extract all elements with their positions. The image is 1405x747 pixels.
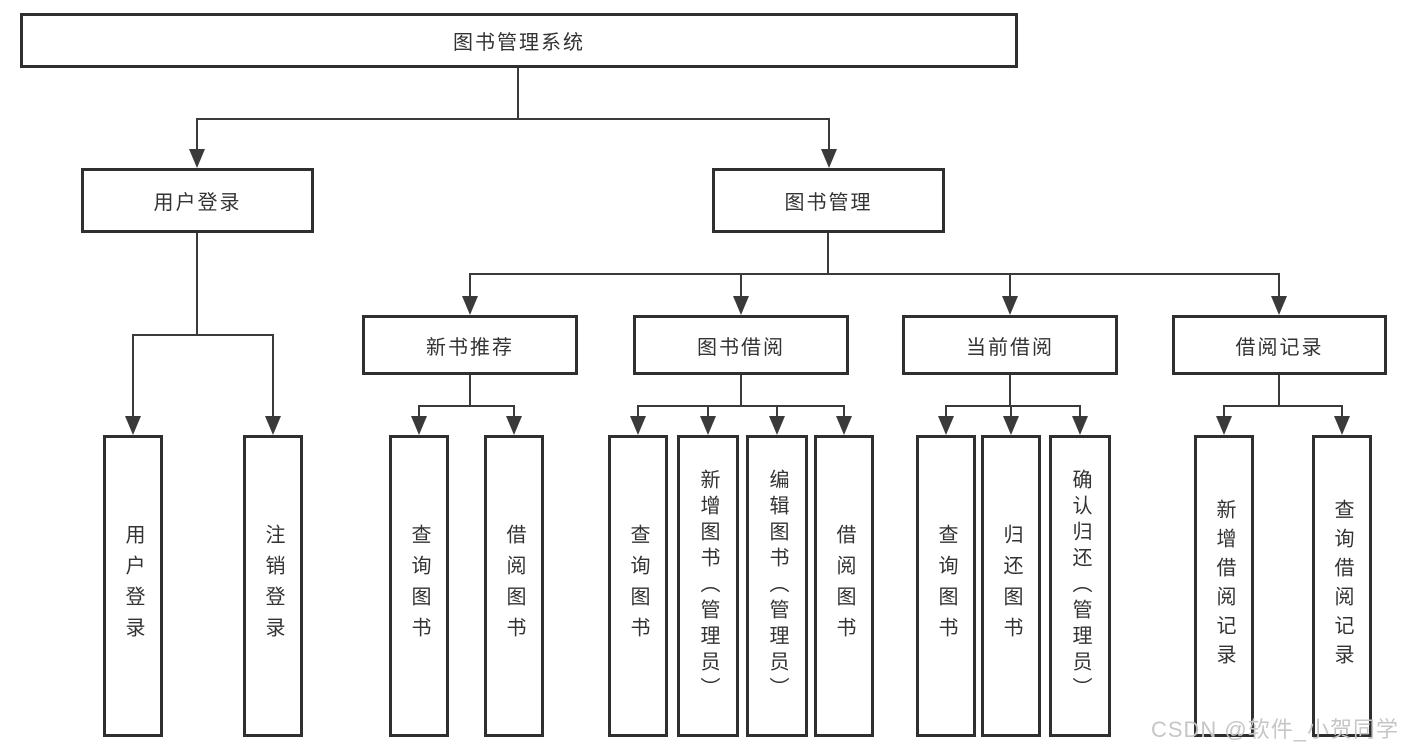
leaf-borrow-books-recommend: 借阅图书	[484, 435, 544, 737]
node-book-borrowing: 图书借阅	[633, 315, 849, 375]
leaf-borrow-books-recommend-label: 借阅图书	[503, 524, 525, 648]
arrow-head	[821, 149, 837, 168]
leaf-query-books-current: 查询图书	[916, 435, 976, 737]
leaf-borrow-books: 借阅图书	[814, 435, 874, 737]
connector-line	[1223, 405, 1225, 418]
connector-line	[1010, 405, 1012, 418]
connector-line	[1009, 273, 1011, 299]
node-user-login: 用户登录	[81, 168, 314, 233]
arrow-head	[1216, 416, 1232, 435]
arrow-head	[265, 416, 281, 435]
connector-line	[1079, 405, 1081, 418]
leaf-edit-books-admin: 编辑图书（管理员）	[746, 435, 808, 737]
leaf-user-login: 用户登录	[103, 435, 163, 737]
connector-line	[418, 405, 420, 418]
node-library-system: 图书管理系统	[20, 13, 1018, 68]
arrow-head	[125, 416, 141, 435]
connector-line	[196, 233, 198, 336]
connector-line	[1009, 375, 1011, 407]
connector-line	[1278, 273, 1280, 299]
leaf-query-books-borrow-label: 查询图书	[627, 524, 649, 648]
connector-line	[740, 273, 742, 299]
arrow-head	[938, 416, 954, 435]
connector-line	[945, 405, 1081, 407]
connector-line	[637, 405, 639, 418]
leaf-confirm-return-admin: 确认归还（管理员）	[1049, 435, 1111, 737]
connector-line	[517, 68, 519, 120]
leaf-query-books-recommend: 查询图书	[389, 435, 449, 737]
connector-line	[469, 273, 1280, 275]
arrow-head	[1334, 416, 1350, 435]
leaf-query-books-current-label: 查询图书	[935, 524, 957, 648]
connector-line	[707, 405, 709, 418]
connector-line	[513, 405, 515, 418]
arrow-head	[630, 416, 646, 435]
connector-line	[132, 334, 134, 418]
arrow-head	[700, 416, 716, 435]
connector-line	[272, 334, 274, 418]
arrow-head	[836, 416, 852, 435]
arrow-head	[1271, 296, 1287, 315]
leaf-borrow-books-label: 借阅图书	[833, 524, 855, 648]
leaf-return-books: 归还图书	[981, 435, 1041, 737]
node-book-management: 图书管理	[712, 168, 945, 233]
connector-line	[132, 334, 274, 336]
leaf-add-books-admin: 新增图书（管理员）	[677, 435, 739, 737]
leaf-add-borrow-record-label: 新增借阅记录	[1213, 499, 1235, 673]
arrow-head	[506, 416, 522, 435]
arrow-head	[462, 296, 478, 315]
leaf-add-books-admin-label: 新增图书（管理员）	[697, 469, 719, 703]
connector-line	[827, 233, 829, 275]
connector-line	[1223, 405, 1343, 407]
node-current-borrowing: 当前借阅	[902, 315, 1118, 375]
arrow-head	[1002, 296, 1018, 315]
leaf-edit-books-admin-label: 编辑图书（管理员）	[766, 469, 788, 703]
connector-line	[196, 118, 198, 151]
connector-line	[945, 405, 947, 418]
connector-line	[1341, 405, 1343, 418]
leaf-query-books-borrow: 查询图书	[608, 435, 668, 737]
node-new-book-recommendation: 新书推荐	[362, 315, 578, 375]
connector-line	[418, 405, 515, 407]
connector-line	[637, 405, 845, 407]
leaf-logout: 注销登录	[243, 435, 303, 737]
connector-line	[776, 405, 778, 418]
leaf-logout-label: 注销登录	[262, 524, 284, 648]
leaf-confirm-return-admin-label: 确认归还（管理员）	[1069, 469, 1091, 703]
arrow-head	[189, 149, 205, 168]
arrow-head	[411, 416, 427, 435]
node-borrowing-records: 借阅记录	[1172, 315, 1387, 375]
leaf-query-borrow-record: 查询借阅记录	[1312, 435, 1372, 737]
connector-line	[469, 375, 471, 407]
connector-line	[196, 118, 830, 120]
arrow-head	[733, 296, 749, 315]
connector-line	[740, 375, 742, 407]
arrow-head	[1003, 416, 1019, 435]
leaf-query-books-recommend-label: 查询图书	[408, 524, 430, 648]
leaf-return-books-label: 归还图书	[1000, 524, 1022, 648]
connector-line	[843, 405, 845, 418]
connector-line	[469, 273, 471, 299]
arrow-head	[769, 416, 785, 435]
leaf-add-borrow-record: 新增借阅记录	[1194, 435, 1254, 737]
arrow-head	[1072, 416, 1088, 435]
connector-line	[1278, 375, 1280, 407]
connector-line	[828, 118, 830, 151]
leaf-user-login-label: 用户登录	[122, 524, 144, 648]
leaf-query-borrow-record-label: 查询借阅记录	[1331, 499, 1353, 673]
csdn-watermark: CSDN @软件_小贺同学	[1150, 717, 1399, 742]
